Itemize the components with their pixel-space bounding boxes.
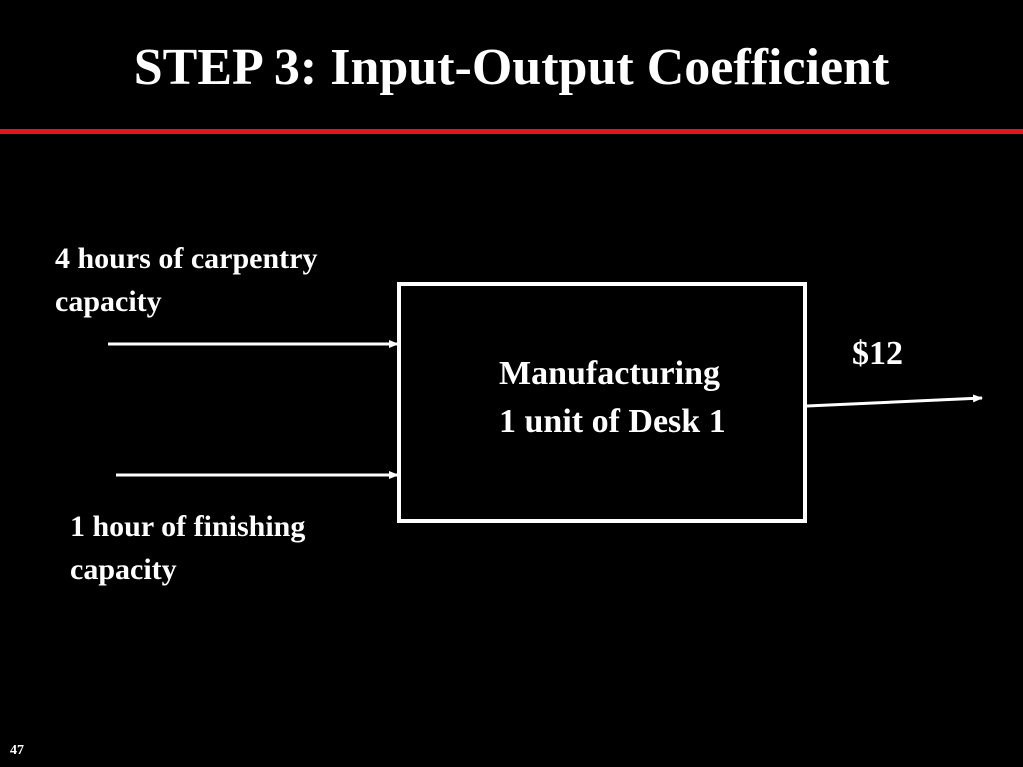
slide-number: 47: [10, 743, 24, 758]
process-label-line1: Manufacturing: [499, 355, 720, 392]
process-label-line2: 1 unit of Desk 1: [499, 403, 726, 440]
input-label-finishing-line2: capacity: [70, 553, 177, 586]
slide-title: STEP 3: Input-Output Coefficient: [133, 39, 890, 96]
process-label: Manufacturing 1 unit of Desk 1: [499, 350, 726, 446]
input-label-finishing: 1 hour of finishing capacity: [70, 505, 305, 591]
output-label: $12: [852, 335, 903, 372]
input-label-carpentry-line2: capacity: [55, 285, 162, 318]
input-label-carpentry-line1: 4 hours of carpentry: [55, 242, 318, 275]
output-arrow: [806, 394, 983, 408]
input-label-finishing-line1: 1 hour of finishing: [70, 510, 306, 543]
process-box: [397, 282, 807, 523]
input-label-carpentry: 4 hours of carpentry capacity: [55, 237, 317, 323]
title-divider: [0, 129, 1023, 134]
